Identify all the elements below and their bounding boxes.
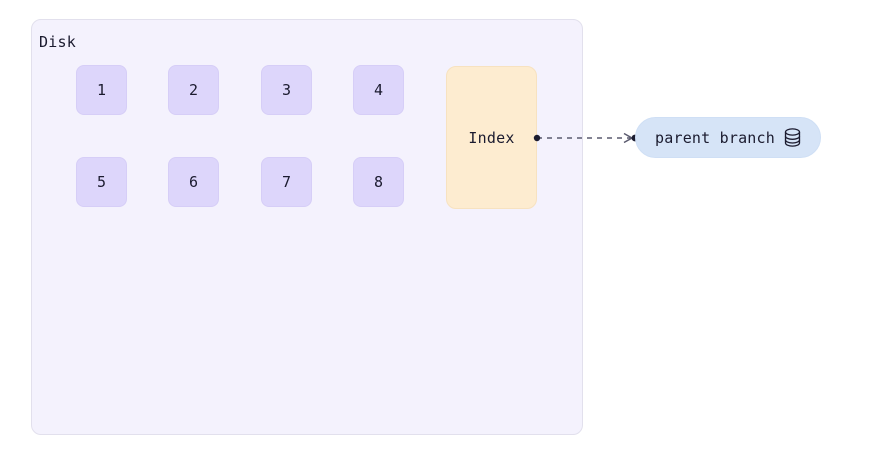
disk-block-2[interactable]: 2 (168, 65, 219, 115)
parent-branch-label: parent branch (655, 128, 775, 147)
database-icon (784, 128, 801, 147)
connector-start-dot-icon (533, 134, 541, 142)
disk-block-3[interactable]: 3 (261, 65, 312, 115)
disk-block-4[interactable]: 4 (353, 65, 404, 115)
index-box[interactable]: Index (446, 66, 537, 209)
index-to-parent-branch-connector (533, 132, 639, 144)
disk-block-8[interactable]: 8 (353, 157, 404, 207)
parent-branch-node[interactable]: parent branch (635, 117, 821, 158)
disk-block-5[interactable]: 5 (76, 157, 127, 207)
disk-block-1[interactable]: 1 (76, 65, 127, 115)
disk-block-7[interactable]: 7 (261, 157, 312, 207)
disk-label: Disk (39, 33, 76, 51)
disk-block-6[interactable]: 6 (168, 157, 219, 207)
